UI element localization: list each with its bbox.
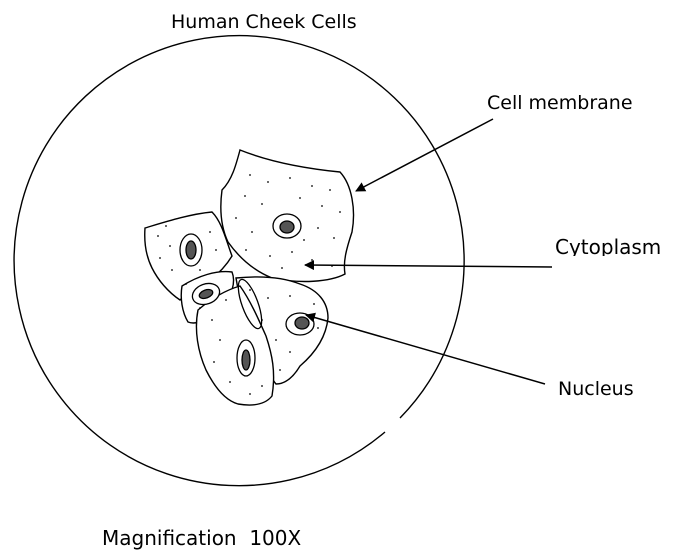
pointer-nucleus	[306, 315, 545, 384]
magnification-value: 100X	[249, 526, 301, 550]
pointer-cell-membrane	[356, 119, 493, 191]
label-crop-mask	[552, 256, 686, 268]
diagram-title: Human Cheek Cells	[171, 13, 357, 32]
label-cytoplasm: Cytoplasm	[555, 237, 661, 257]
label-nucleus: Nucleus	[558, 380, 634, 399]
field-of-view-circle	[14, 36, 464, 486]
magnification-caption: Magnification 100X	[102, 528, 301, 548]
magnification-label: Magnification	[102, 526, 237, 550]
label-cell-membrane: Cell membrane	[487, 94, 633, 113]
